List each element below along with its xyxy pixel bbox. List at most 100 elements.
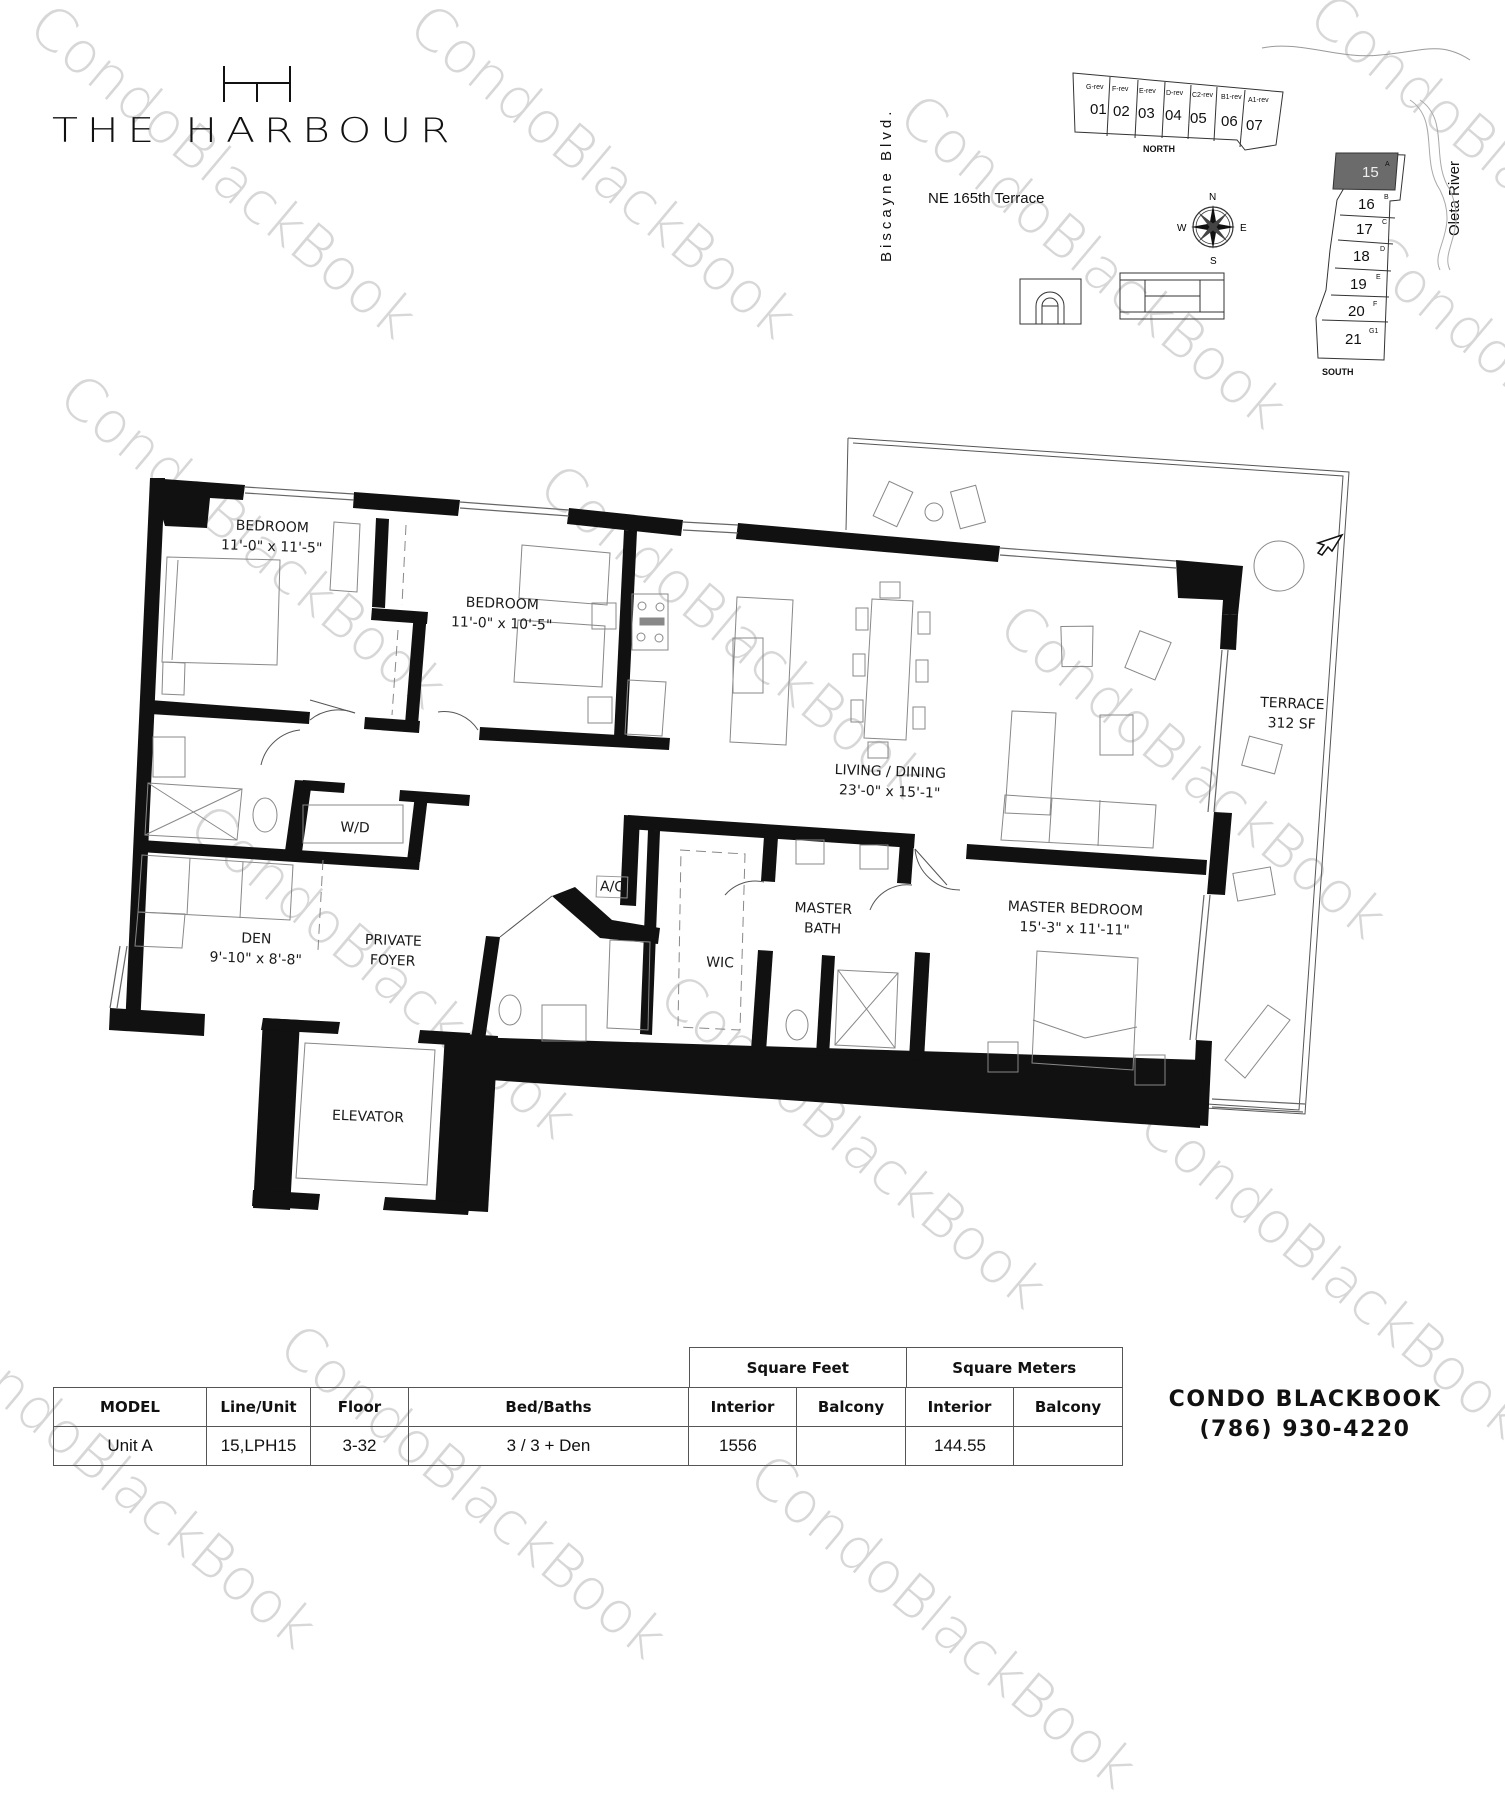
room-name: PRIVATE <box>364 932 423 950</box>
room-wic: WIC <box>706 953 734 974</box>
col-sqft-balcony: Balcony <box>796 1387 906 1427</box>
svg-text:06: 06 <box>1221 113 1238 130</box>
room-den: DEN 9'-10" x 8'-8" <box>209 927 303 970</box>
svg-text:B: B <box>1384 194 1389 201</box>
brand-name-left: CONDO <box>1168 1387 1267 1412</box>
col-sqft-interior: Interior <box>688 1387 797 1427</box>
watermark-text: CondoBlackBook <box>0 1300 330 1663</box>
room-master-bedroom: MASTER BEDROOM 15'-3" x 11'-11" <box>1007 897 1144 942</box>
unit-spec-table: MODEL Line/Unit Floor Bed/Baths Interior… <box>53 1387 1123 1466</box>
col-model: MODEL <box>53 1387 207 1427</box>
floor-plan-diagram <box>109 437 1350 1215</box>
col-bed-baths: Bed/Baths <box>408 1387 689 1427</box>
svg-text:G-rev: G-rev <box>1086 84 1104 91</box>
keyplan-unit-15-highlighted: 15 <box>1362 164 1379 181</box>
svg-text:18: 18 <box>1353 248 1370 265</box>
svg-text:07: 07 <box>1246 117 1263 134</box>
svg-text:F-rev: F-rev <box>1112 86 1129 93</box>
mouse-pointer-icon <box>1315 533 1344 556</box>
col-sqm-interior: Interior <box>905 1387 1014 1427</box>
room-bedroom-1: BEDROOM 11'-0" x 11'-5" <box>221 515 324 559</box>
col-floor: Floor <box>310 1387 409 1427</box>
room-name: TERRACE <box>1259 694 1325 714</box>
terrace-outline <box>845 437 1350 1115</box>
watermark-text: CondoBlackBook <box>736 1440 1150 1802</box>
harbour-logo-mark-icon <box>223 66 291 102</box>
svg-text:N: N <box>1209 192 1216 203</box>
svg-text:D-rev: D-rev <box>1166 90 1184 97</box>
south-wing-units <box>1315 152 1406 361</box>
col-sqm-balcony: Balcony <box>1013 1387 1123 1427</box>
room-elevator: ELEVATOR <box>332 1106 405 1128</box>
svg-text:20: 20 <box>1348 303 1365 320</box>
contact-block: CONDO BLACKBOOK (786) 930-4220 <box>1140 1385 1470 1445</box>
contact-brand: CONDO BLACKBOOK <box>1140 1385 1470 1415</box>
room-name: A/C <box>599 878 625 896</box>
watermark-text: CondoBlackBook <box>266 1310 680 1673</box>
svg-text:B1-rev: B1-rev <box>1221 94 1242 101</box>
svg-text:C2-rev: C2-rev <box>1192 92 1214 99</box>
street-label-north: NE 165th Terrace <box>928 190 1045 207</box>
cell-sqm-balcony <box>1013 1426 1123 1466</box>
north-wing-units <box>1072 72 1284 151</box>
area-group-header-table: Square Feet Square Meters <box>689 1347 1123 1388</box>
cell-sqm-interior: 144.55 <box>905 1426 1014 1466</box>
room-size: 11'-0" x 11'-5" <box>220 537 323 557</box>
room-size: BATH <box>803 920 842 938</box>
header-square-meters: Square Meters <box>905 1347 1123 1388</box>
south-wing-label: SOUTH <box>1322 367 1354 377</box>
room-size: 9'-10" x 8'-8" <box>209 949 303 969</box>
contact-phone[interactable]: (786) 930-4220 <box>1199 1417 1411 1442</box>
svg-text:03: 03 <box>1138 105 1155 122</box>
brand-title: THE HARBOUR <box>52 111 459 151</box>
doors <box>260 699 961 938</box>
room-size: FOYER <box>369 952 416 970</box>
room-wd: W/D <box>340 817 370 838</box>
svg-text:21: 21 <box>1345 331 1362 348</box>
svg-text:G1: G1 <box>1369 328 1378 335</box>
keyplan-amenity-court <box>1019 272 1225 325</box>
header-square-feet: Square Feet <box>689 1347 907 1388</box>
brand-name-right: BLACKBOOK <box>1275 1387 1442 1412</box>
key-plan-diagram: 01 02 03 04 05 06 07 G-rev F-rev E-rev D… <box>1019 45 1471 361</box>
svg-text:17: 17 <box>1356 221 1373 238</box>
compass-rose-icon: N S E W <box>1177 192 1247 267</box>
svg-text:A1-rev: A1-rev <box>1248 97 1269 104</box>
windows <box>109 486 1306 1113</box>
col-line-unit: Line/Unit <box>206 1387 311 1427</box>
room-size: 312 SF <box>1267 715 1316 733</box>
svg-text:A: A <box>1385 161 1390 168</box>
room-name: W/D <box>340 819 370 837</box>
svg-text:E: E <box>1376 274 1381 281</box>
svg-text:04: 04 <box>1165 107 1182 124</box>
north-wing-label: NORTH <box>1143 144 1175 154</box>
furniture <box>134 480 1305 1186</box>
cell-floor: 3-32 <box>310 1426 409 1466</box>
room-living-dining: LIVING / DINING 23'-0" x 15'-1" <box>834 760 947 804</box>
room-master-bath: MASTER BATH <box>793 898 852 940</box>
room-name: ELEVATOR <box>331 1107 405 1127</box>
cell-bed-baths: 3 / 3 + Den <box>408 1426 689 1466</box>
room-terrace: TERRACE 312 SF <box>1259 693 1325 735</box>
svg-text:19: 19 <box>1350 276 1367 293</box>
svg-text:E: E <box>1240 223 1247 234</box>
svg-text:16: 16 <box>1358 196 1375 213</box>
cell-sqft-balcony <box>796 1426 906 1466</box>
table-header-row: MODEL Line/Unit Floor Bed/Baths Interior… <box>53 1387 1123 1427</box>
svg-text:D: D <box>1380 246 1385 253</box>
svg-text:E-rev: E-rev <box>1139 88 1156 95</box>
cell-model: Unit A <box>53 1426 207 1466</box>
svg-text:C: C <box>1382 219 1387 226</box>
walls <box>109 478 1243 1215</box>
cell-line-unit: 15,LPH15 <box>206 1426 311 1466</box>
svg-text:05: 05 <box>1190 110 1207 127</box>
room-bedroom-2: BEDROOM 11'-0" x 10'-5" <box>451 592 554 636</box>
svg-text:F: F <box>1373 301 1377 308</box>
cell-sqft-interior: 1556 <box>688 1426 797 1466</box>
table-row: Unit A 15,LPH15 3-32 3 / 3 + Den 1556 14… <box>53 1426 1123 1466</box>
room-size: 23'-0" x 15'-1" <box>838 782 941 802</box>
room-size: 11'-0" x 10'-5" <box>450 614 553 634</box>
svg-text:02: 02 <box>1113 103 1130 120</box>
room-name: MASTER <box>794 900 853 919</box>
svg-text:S: S <box>1210 256 1217 267</box>
